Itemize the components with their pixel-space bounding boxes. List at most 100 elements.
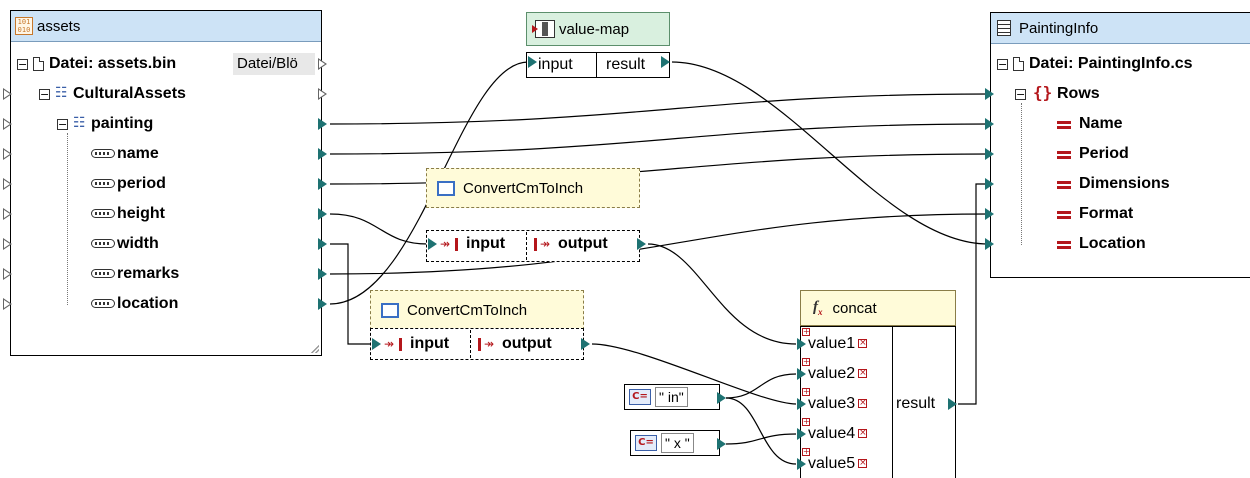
add-param-icon[interactable]: + [802, 327, 810, 336]
output-port-icon[interactable] [717, 392, 726, 404]
input-port-icon[interactable] [3, 238, 12, 250]
param-arrow-icon: ↠ [384, 337, 395, 351]
param-bar [534, 238, 537, 251]
output-port-icon[interactable] [948, 398, 957, 410]
constant-x[interactable]: C= " x " [630, 430, 720, 456]
concat-result: result [896, 395, 936, 412]
output-port-icon[interactable] [581, 338, 590, 350]
input-port-icon[interactable] [3, 88, 12, 100]
input-port-icon[interactable] [797, 398, 806, 410]
file-icon [1013, 57, 1024, 71]
concat-param: value4× [808, 425, 868, 442]
concat-header[interactable]: fx concat [800, 290, 956, 326]
collapse-toggle-icon[interactable]: − [17, 58, 28, 71]
add-param-icon[interactable]: + [802, 417, 810, 426]
convert-2-output: output [502, 335, 552, 352]
input-port-icon[interactable] [985, 88, 994, 100]
file-button[interactable]: Datei/Blö [233, 53, 315, 75]
input-port-icon[interactable] [3, 118, 12, 130]
target-field-dimensions: Dimensions [1079, 175, 1170, 192]
painting-info-component[interactable]: PaintingInfo − Datei: PaintingInfo.cs − … [990, 12, 1250, 278]
remove-param-icon[interactable]: × [858, 368, 868, 379]
constant-in[interactable]: C= " in" [624, 384, 720, 410]
convert-2-input: input [410, 335, 450, 352]
param-bar [399, 338, 402, 351]
input-port-icon[interactable] [797, 458, 806, 470]
remove-param-icon[interactable]: × [858, 428, 868, 439]
folder-icon [381, 302, 399, 318]
collapse-toggle-icon[interactable]: − [1015, 88, 1026, 101]
input-port-icon[interactable] [797, 338, 806, 350]
collapse-toggle-icon[interactable]: − [39, 88, 50, 101]
input-port-icon[interactable] [985, 208, 994, 220]
concat-title: concat [832, 299, 877, 317]
input-port-icon[interactable] [985, 238, 994, 250]
input-port-icon[interactable] [3, 268, 12, 280]
remove-param-icon[interactable]: × [858, 458, 868, 469]
concat-param: value1× [808, 335, 868, 352]
field-icon [1057, 211, 1071, 219]
constant-icon: C= [635, 435, 657, 451]
attribute-icon [91, 239, 115, 248]
concat-param: value2× [808, 365, 868, 382]
add-param-icon[interactable]: + [802, 447, 810, 456]
input-port-icon[interactable] [985, 148, 994, 160]
add-param-icon[interactable]: + [802, 387, 810, 396]
rows-element: Rows [1057, 85, 1100, 102]
function-title: ConvertCmToInch [407, 301, 528, 319]
constant-value[interactable]: " x " [661, 433, 694, 453]
param-arrow-icon: ↠ [440, 237, 451, 251]
divider [470, 330, 472, 358]
function-title: ConvertCmToInch [463, 179, 584, 197]
remove-param-icon[interactable]: × [858, 338, 868, 349]
input-port-icon[interactable] [797, 368, 806, 380]
output-port-icon[interactable] [318, 88, 327, 100]
assets-header[interactable]: 101 010 assets [11, 11, 321, 42]
input-port-icon[interactable] [985, 178, 994, 190]
convert-cm-to-inch-1[interactable]: ConvertCmToInch [426, 168, 640, 264]
output-port-icon[interactable] [637, 238, 646, 250]
output-port-icon[interactable] [318, 118, 327, 130]
output-port-icon[interactable] [717, 438, 726, 450]
input-port-icon[interactable] [3, 178, 12, 190]
output-port-icon[interactable] [318, 208, 327, 220]
assets-title: assets [37, 17, 81, 35]
field-icon [1057, 241, 1071, 249]
convert-1-output: output [558, 235, 608, 252]
input-port-icon[interactable] [3, 148, 12, 160]
input-port-icon[interactable] [372, 338, 381, 350]
output-port-icon[interactable] [318, 238, 327, 250]
resize-grip-icon[interactable] [311, 345, 319, 353]
input-port-icon[interactable] [428, 238, 437, 250]
field-width: width [117, 235, 159, 252]
input-port-icon[interactable] [528, 56, 537, 68]
field-height: height [117, 205, 165, 222]
value-map-header[interactable]: value-map [526, 12, 670, 46]
param-arrow-icon: ↠ [484, 337, 495, 351]
constant-value[interactable]: " in" [655, 387, 688, 407]
output-port-icon[interactable] [318, 58, 327, 70]
convert-2-ports [370, 328, 584, 360]
input-port-icon[interactable] [3, 298, 12, 310]
input-port-icon[interactable] [797, 428, 806, 440]
painting-info-header[interactable]: PaintingInfo [991, 13, 1250, 44]
remove-param-icon[interactable]: × [858, 398, 868, 409]
value-map-component[interactable]: value-map input result [526, 12, 670, 78]
collapse-toggle-icon[interactable]: − [997, 58, 1008, 71]
output-port-icon[interactable] [318, 148, 327, 160]
convert-cm-to-inch-2-header[interactable]: ConvertCmToInch [370, 290, 584, 330]
input-port-icon[interactable] [985, 118, 994, 130]
add-param-icon[interactable]: + [802, 357, 810, 366]
function-header[interactable]: ConvertCmToInch [426, 168, 640, 208]
collapse-toggle-icon[interactable]: − [57, 118, 68, 131]
output-port-icon[interactable] [318, 298, 327, 310]
output-port-icon[interactable] [318, 268, 327, 280]
divider [892, 326, 893, 478]
value-map-input: input [538, 56, 573, 73]
assets-component[interactable]: 101 010 assets − Datei: assets.bin Datei… [10, 10, 322, 356]
field-name: name [117, 145, 159, 162]
divider [596, 52, 597, 78]
output-port-icon[interactable] [661, 56, 670, 68]
output-port-icon[interactable] [318, 178, 327, 190]
input-port-icon[interactable] [3, 208, 12, 220]
